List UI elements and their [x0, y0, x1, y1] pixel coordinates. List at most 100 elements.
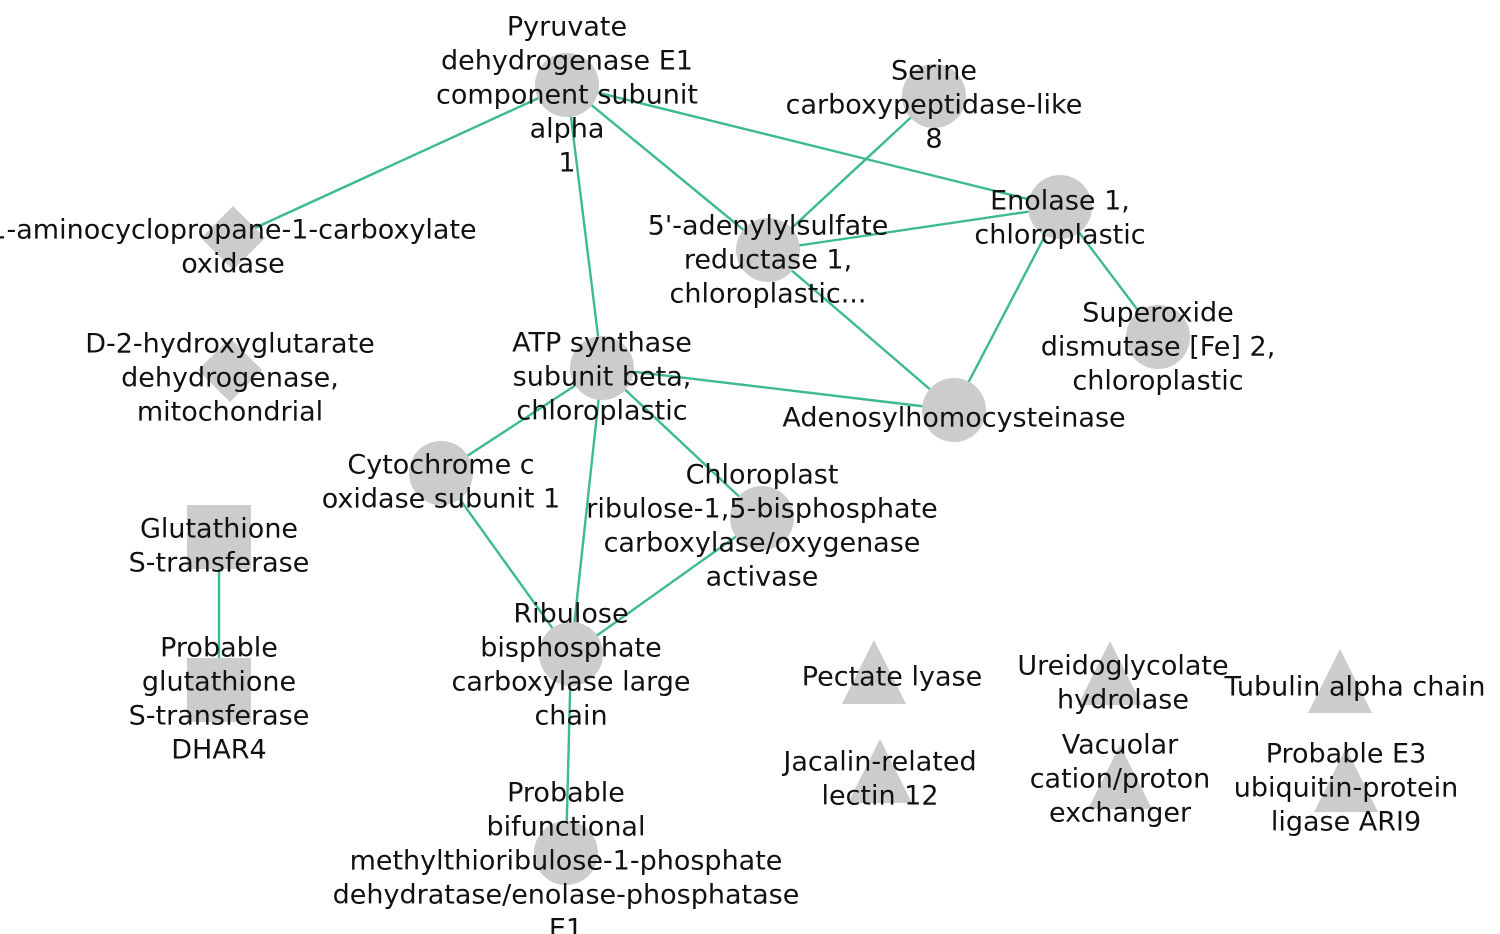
node-enolase-circle: [1028, 175, 1092, 239]
node-label-line: D-2-hydroxyglutarate: [85, 329, 375, 360]
node-dhar4-square: [187, 658, 251, 722]
node-label-line: hydrolase: [1057, 685, 1189, 716]
node-label-line: bisphosphate: [480, 633, 662, 664]
node-mtnbd-circle: [534, 821, 598, 885]
node-label-line: glutathione: [142, 667, 296, 698]
node-label-line: Pectate lyase: [802, 662, 982, 693]
node-ureido-triangle: [1078, 641, 1142, 705]
edge-atpb-rca: [601, 367, 763, 519]
edge-pdh-enolase: [566, 83, 1061, 209]
edge-atpb-cox1: [440, 366, 603, 475]
node-label-line: Chloroplast: [686, 460, 839, 491]
edge-pdh-atpb: [565, 84, 604, 369]
node-label-line: Ribulose: [513, 599, 628, 630]
node-label-line: dehydratase/enolase-phosphatase: [333, 880, 800, 911]
node-label-line: Cytochrome c: [347, 450, 534, 481]
node-label-line: Ureidoglycolate: [1017, 651, 1228, 682]
node-label-line: chloroplastic: [516, 396, 687, 427]
node-label-line: Superoxide: [1082, 298, 1233, 329]
node-cox1-circle: [409, 441, 473, 505]
node-label-line: alpha: [530, 114, 605, 145]
node-d2hgdh-diamond: [198, 338, 262, 402]
node-acco-diamond: [201, 206, 265, 270]
edge-pdh-aps: [566, 84, 769, 251]
edge-rca-rbcl: [570, 517, 763, 655]
node-label-line: methylthioribulose-1-phosphate: [350, 846, 783, 877]
node-aps-circle: [736, 218, 800, 282]
node-rca-circle: [730, 486, 794, 550]
node-label-line: mitochondrial: [137, 397, 323, 428]
edge-aps-enolase: [767, 205, 1061, 252]
node-atpb-circle: [570, 336, 634, 400]
node-label-line: Vacuolar: [1062, 730, 1179, 761]
node-scpl8-circle: [902, 64, 966, 128]
node-label-line: 5'-adenylylsulfate: [648, 211, 889, 242]
node-label-line: Serine: [891, 56, 977, 87]
node-vacuolar-triangle: [1088, 745, 1152, 809]
edge-rbcl-mtnbd: [564, 653, 573, 854]
edge-scpl8-aps: [767, 95, 935, 251]
node-pectate-triangle: [842, 640, 906, 704]
node-label-line: ubiquitin-protein: [1234, 773, 1458, 804]
node-jacalin-triangle: [848, 739, 912, 803]
node-label-line: ribulose-1,5-bisphosphate: [586, 494, 938, 525]
node-label-line: Jacalin-related: [781, 747, 976, 778]
node-label-line: Pyruvate: [507, 12, 627, 43]
node-label-line: chloroplastic: [1072, 366, 1243, 397]
node-tubulin-triangle: [1308, 649, 1372, 713]
node-label-line: S-transferase: [129, 548, 310, 579]
node-label-line: Probable: [160, 633, 278, 664]
node-label-line: Glutathione: [140, 514, 298, 545]
node-label-line: 1-aminocyclopropane-1-carboxylate: [0, 215, 477, 246]
node-label-line: Probable: [507, 778, 625, 809]
node-label-line: ligase ARI9: [1271, 807, 1421, 838]
edge-pdh-acco: [232, 83, 568, 240]
node-label-line: chain: [534, 701, 607, 732]
edge-enolase-sahh: [952, 206, 1062, 411]
node-label-line: dismutase [Fe] 2,: [1041, 332, 1276, 363]
node-label-line: dehydrogenase E1: [441, 46, 693, 77]
node-label-line: oxidase: [181, 249, 285, 280]
node-label-line: carboxylase/oxygenase: [604, 528, 921, 559]
node-label-line: Adenosylhomocysteinase: [782, 403, 1125, 434]
node-label-line: Probable E3: [1266, 739, 1427, 770]
edges-layer: [217, 83, 1159, 854]
node-label-line: carboxylase large: [451, 667, 690, 698]
node-label-line: dehydrogenase,: [121, 363, 339, 394]
node-label-line: DHAR4: [171, 735, 267, 766]
edge-aps-sahh: [767, 249, 955, 411]
node-label-line: lectin 12: [821, 781, 938, 812]
node-label-line: component subunit: [436, 80, 698, 111]
node-ari9-triangle: [1314, 748, 1378, 812]
edge-atpb-sahh: [601, 366, 955, 412]
node-label-enolase: Enolase 1,chloroplastic: [974, 186, 1145, 251]
node-label-line: Enolase 1,: [990, 186, 1130, 217]
node-label-line: chloroplastic: [974, 220, 1145, 251]
node-label-line: reductase 1,: [684, 245, 852, 276]
node-label-line: bifunctional: [487, 812, 646, 843]
node-gst-square: [187, 505, 251, 569]
node-sod-circle: [1126, 305, 1190, 369]
edge-atpb-rbcl: [569, 367, 604, 655]
node-label-line: Tubulin alpha chain: [1224, 672, 1486, 703]
node-label-line: exchanger: [1049, 798, 1192, 829]
node-label-pectate: Pectate lyase: [802, 662, 982, 693]
node-label-line: E1: [549, 914, 583, 934]
node-pdh-circle: [535, 53, 599, 117]
node-label-line: subunit beta,: [513, 362, 692, 393]
